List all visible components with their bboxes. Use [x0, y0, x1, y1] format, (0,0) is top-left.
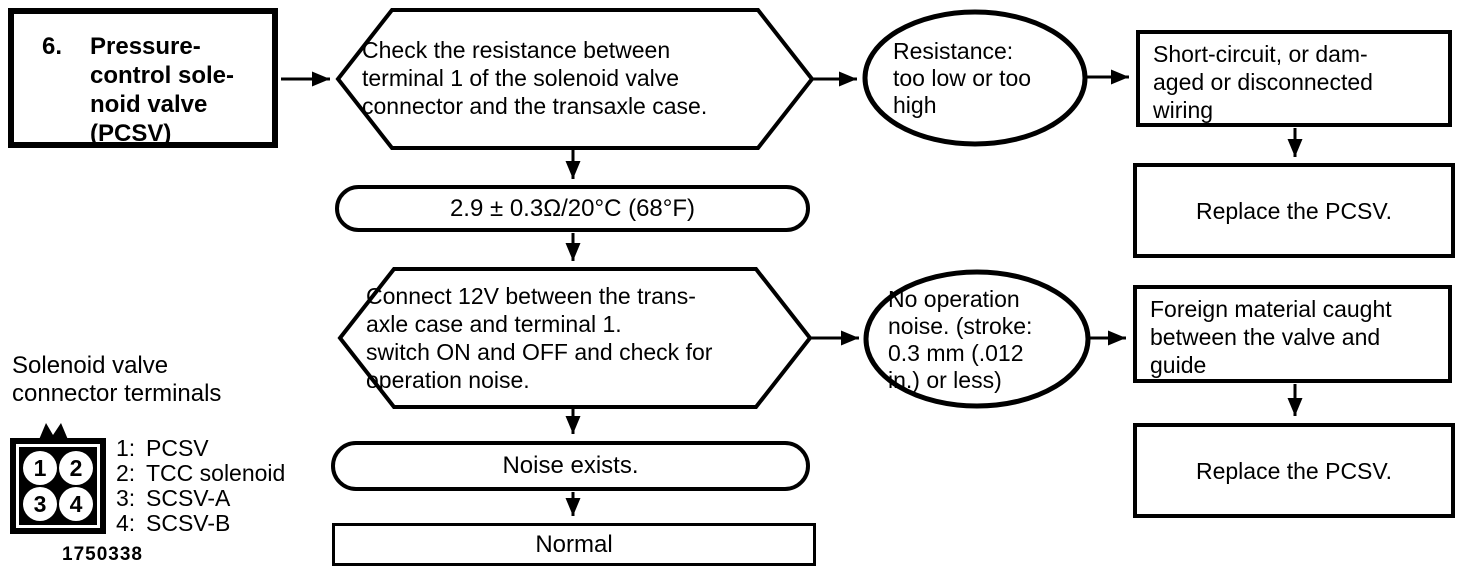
connector-pin-grid: 1 2 3 4 [19, 447, 97, 525]
legend-row: 4: SCSV-B [116, 511, 285, 536]
connector-pin-4: 4 [59, 487, 93, 521]
check2-text: Connect 12V between the trans- axle case… [366, 282, 713, 393]
figure-number: 1750338 [62, 544, 143, 565]
legend-pin-number: 4: [116, 510, 136, 536]
cause1-box: Short-circuit, or dam- aged or disconnec… [1136, 30, 1452, 127]
legend-row: 3: SCSV-A [116, 486, 285, 511]
cause2-box: Foreign material caught between the valv… [1133, 285, 1452, 383]
check1-hexagon-shape [335, 8, 815, 150]
connector-legend: 1: PCSV 2: TCC solenoid 3: SCSV-A 4: SCS… [116, 436, 285, 536]
final-result-box: Normal [332, 523, 816, 566]
spec-pill: 2.9 ± 0.3Ω/20°C (68°F) [335, 185, 810, 232]
check2-hexagon-shape [337, 267, 813, 409]
check1-text: Check the resistance between terminal 1 … [362, 37, 708, 119]
connector-pin-1: 1 [23, 451, 57, 485]
legend-pin-number: 2: [116, 460, 136, 486]
cond2-ellipse-shape [863, 269, 1091, 409]
connector-diagram: 1 2 3 4 [10, 438, 106, 534]
legend-pin-label: SCSV-A [146, 485, 231, 511]
legend-pin-label: PCSV [146, 435, 209, 461]
legend-pin-number: 1: [116, 435, 136, 461]
connector-pin-2: 2 [59, 451, 93, 485]
connector-pin-3: 3 [23, 487, 57, 521]
step-title: Pressure- control sole- noid valve (PCSV… [90, 33, 235, 147]
legend-pin-label: TCC solenoid [146, 460, 286, 486]
step-number: 6. [42, 33, 63, 60]
legend-row: 1: PCSV [116, 436, 285, 461]
cond1-text: Resistance: too low or too high [893, 37, 1032, 118]
step-title-box: 6. Pressure- control sole- noid valve (P… [8, 8, 278, 148]
legend-pin-number: 3: [116, 485, 136, 511]
action2-box: Replace the PCSV. [1133, 423, 1455, 518]
cond1-ellipse-shape [862, 9, 1088, 147]
connector-caption: Solenoid valve connector terminals [12, 352, 222, 407]
action1-box: Replace the PCSV. [1133, 163, 1455, 258]
result-ok-pill: Noise exists. [331, 441, 810, 491]
legend-pin-label: SCSV-B [146, 510, 231, 536]
legend-row: 2: TCC solenoid [116, 461, 285, 486]
cond2-text: No operation noise. (stroke: 0.3 mm (.01… [888, 285, 1033, 393]
connector-latch-shape [38, 423, 69, 442]
